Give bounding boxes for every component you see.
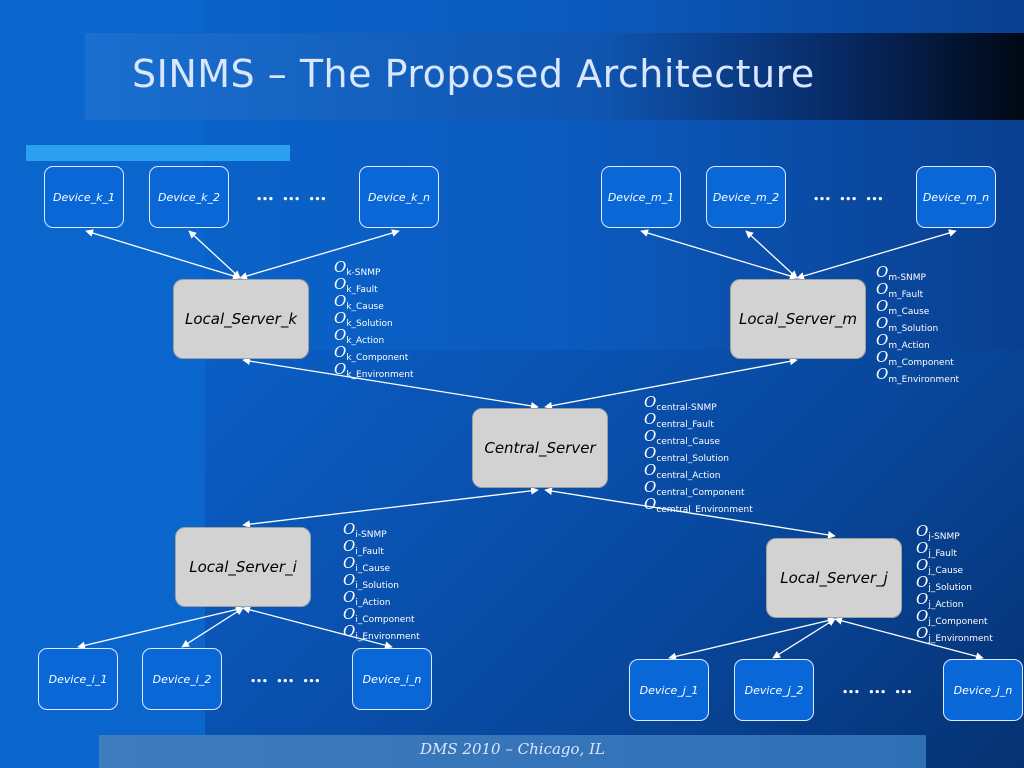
objects-k: Ok-SNMP Ok_Fault Ok_Cause Ok_Solution Ok…	[334, 258, 414, 381]
slide-title: SINMS – The Proposed Architecture	[132, 52, 815, 96]
footer-bar	[99, 735, 926, 768]
object-k-environment: Ok_Environment	[334, 360, 414, 381]
link-server-j-j2	[772, 618, 836, 659]
object-central-action: Ocentral_Action	[644, 461, 721, 482]
object-k-solution: Ok_Solution	[334, 309, 393, 330]
device-i-n[interactable]: Device_i_n	[352, 648, 432, 710]
object-i-snmp: Oi-SNMP	[343, 520, 387, 541]
link-server-i-i2	[181, 607, 244, 648]
object-m-cause: Om_Cause	[876, 297, 930, 318]
object-i-component: Oi_Component	[343, 605, 415, 626]
link-server-k-central	[242, 357, 539, 410]
object-m-fault: Om_Fault	[876, 280, 924, 301]
central-server[interactable]: Central_Server	[472, 408, 608, 488]
link-m2-server-m	[745, 230, 798, 279]
object-central-fault: Ocentral_Fault	[644, 410, 714, 431]
object-k-fault: Ok_Fault	[334, 275, 378, 296]
device-k-2[interactable]: Device_k_2	[149, 166, 229, 228]
link-k2-server-k	[188, 230, 241, 279]
object-k-component: Ok_Component	[334, 343, 409, 364]
object-j-fault: Oj_Fault	[916, 539, 957, 560]
link-mn-server-m	[796, 229, 957, 280]
device-j-1[interactable]: Device_j_1	[629, 659, 709, 721]
objects-i: Oi-SNMP Oi_Fault Oi_Cause Oi_Solution Oi…	[343, 520, 420, 643]
object-k-action: Ok_Action	[334, 326, 385, 347]
device-i-1[interactable]: Device_i_1	[38, 648, 118, 710]
objects-j: Oj-SNMP Oj_Fault Oj_Cause Oj_Solution Oj…	[916, 522, 993, 645]
accent-bar	[26, 145, 290, 161]
link-k1-server-k	[85, 229, 241, 280]
ellipsis-k: … … …	[256, 184, 328, 205]
device-j-2[interactable]: Device_j_2	[734, 659, 814, 721]
link-server-j-j1	[668, 616, 836, 661]
object-i-solution: Oi_Solution	[343, 571, 399, 592]
object-central-snmp: Ocentral-SNMP	[644, 393, 717, 414]
local-server-k[interactable]: Local_Server_k	[173, 279, 309, 359]
device-k-n[interactable]: Device_k_n	[359, 166, 439, 228]
object-m-snmp: Om-SNMP	[876, 263, 926, 284]
header-band	[85, 33, 1024, 120]
device-i-2[interactable]: Device_i_2	[142, 648, 222, 710]
local-server-i[interactable]: Local_Server_i	[175, 527, 311, 607]
object-j-action: Oj_Action	[916, 590, 964, 611]
object-m-action: Om_Action	[876, 331, 930, 352]
object-m-environment: Om_Environment	[876, 365, 960, 386]
ellipsis-m: … … …	[813, 184, 885, 205]
link-central-server-i	[242, 486, 539, 529]
device-m-2[interactable]: Device_m_2	[706, 166, 786, 228]
local-server-j[interactable]: Local_Server_j	[766, 538, 902, 618]
object-k-cause: Ok_Cause	[334, 292, 384, 313]
object-j-environment: Oj_Environment	[916, 624, 993, 645]
device-m-n[interactable]: Device_m_n	[916, 166, 996, 228]
object-central-component: Ocentral_Component	[644, 478, 745, 499]
object-i-action: Oi_Action	[343, 588, 391, 609]
object-central-cause: Ocentral_Cause	[644, 427, 720, 448]
ellipsis-i: … … …	[250, 666, 322, 687]
link-server-i-i1	[77, 605, 244, 650]
device-j-n[interactable]: Device_j_n	[943, 659, 1023, 721]
link-kn-server-k	[239, 229, 400, 280]
footer-text: DMS 2010 – Chicago, IL	[420, 740, 605, 758]
object-j-snmp: Oj-SNMP	[916, 522, 960, 543]
object-i-environment: Oi_Environment	[343, 622, 420, 643]
local-server-m[interactable]: Local_Server_m	[730, 279, 866, 359]
objects-central: Ocentral-SNMP Ocentral_Fault Ocentral_Ca…	[644, 393, 753, 516]
object-k-snmp: Ok-SNMP	[334, 258, 381, 279]
link-server-m-central	[544, 357, 798, 410]
object-m-solution: Om_Solution	[876, 314, 939, 335]
object-j-component: Oj_Component	[916, 607, 988, 628]
link-m1-server-m	[640, 229, 798, 280]
device-m-1[interactable]: Device_m_1	[601, 166, 681, 228]
object-j-cause: Oj_Cause	[916, 556, 964, 577]
device-k-1[interactable]: Device_k_1	[44, 166, 124, 228]
object-j-solution: Oj_Solution	[916, 573, 972, 594]
object-i-cause: Oi_Cause	[343, 554, 391, 575]
link-server-j-jn	[834, 617, 984, 660]
objects-m: Om-SNMP Om_Fault Om_Cause Om_Solution Om…	[876, 263, 960, 386]
object-m-component: Om_Component	[876, 348, 954, 369]
link-central-server-j	[544, 487, 836, 539]
object-central-solution: Ocentral_Solution	[644, 444, 729, 465]
link-server-i-in	[242, 606, 393, 649]
object-i-fault: Oi_Fault	[343, 537, 384, 558]
ellipsis-j: … … …	[842, 677, 914, 698]
object-central-environment: Ocemtral_Environment	[644, 495, 753, 516]
